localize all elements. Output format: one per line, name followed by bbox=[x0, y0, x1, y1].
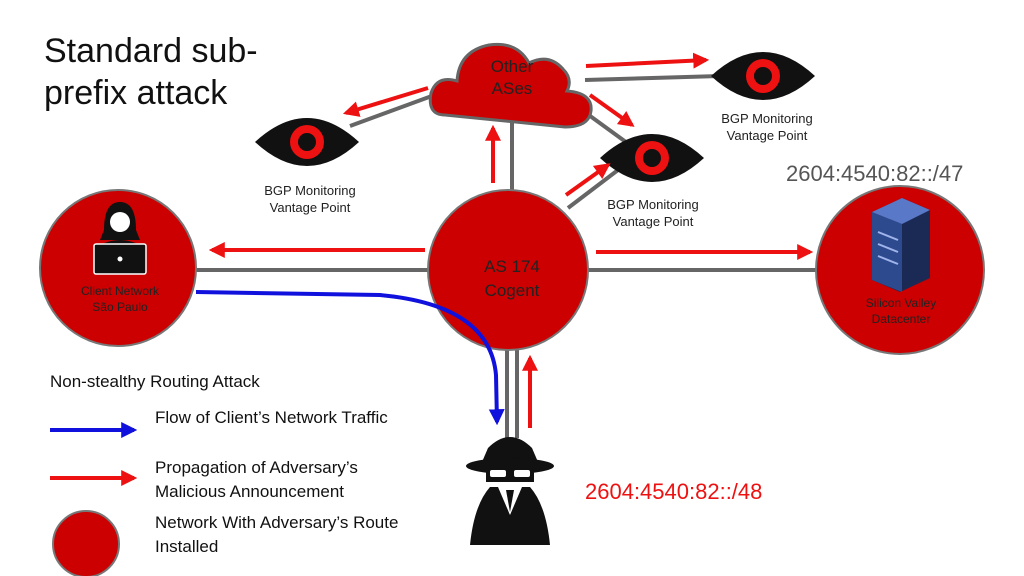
legend-item-announcement: Propagation of Adversary’s Malicious Ann… bbox=[155, 458, 358, 501]
arrow-otherases-to-vp-left bbox=[342, 86, 429, 117]
cloud-icon[interactable] bbox=[428, 42, 593, 129]
eye-icon bbox=[600, 134, 704, 182]
client-traffic-flow bbox=[195, 290, 505, 426]
as174-label: AS 174 Cogent bbox=[484, 257, 540, 300]
vantage-point-label-left: BGP Monitoring Vantage Point bbox=[264, 183, 356, 215]
server-icon bbox=[872, 198, 930, 292]
arrow-otherases-to-vp-topright bbox=[585, 52, 710, 69]
legit-prefix-label: 2604:4540:82::/47 bbox=[786, 161, 964, 186]
link-otherases-vp-topright bbox=[584, 74, 721, 82]
link-otherases-vp-left bbox=[349, 91, 441, 128]
eye-icon bbox=[255, 118, 359, 166]
arrow-as174-to-vp-mid bbox=[564, 163, 611, 197]
other-ases-label: Other ASes bbox=[490, 57, 534, 98]
legend-item-traffic: Flow of Client’s Network Traffic bbox=[155, 408, 388, 427]
red-arrows bbox=[208, 52, 814, 428]
legend-item-route-installed: Network With Adversary’s Route Installed bbox=[155, 513, 399, 556]
attacker-prefix-label: 2604:4540:82::/48 bbox=[585, 479, 763, 504]
vantage-point-label-topright: BGP Monitoring Vantage Point bbox=[721, 111, 813, 143]
datacenter-node[interactable] bbox=[815, 185, 985, 355]
hacker-icon[interactable] bbox=[466, 437, 554, 545]
arrow-otherases-to-vp-mid bbox=[588, 93, 635, 127]
datacenter-label: Silicon Valley Datacenter bbox=[865, 296, 937, 326]
as174-node[interactable] bbox=[427, 189, 589, 351]
vantage-point-label-mid: BGP Monitoring Vantage Point bbox=[607, 197, 699, 229]
legend-title: Non-stealthy Routing Attack bbox=[50, 372, 260, 391]
page-title: Standard sub-prefix attack bbox=[44, 32, 258, 112]
eye-icon bbox=[711, 52, 815, 100]
legend-red-circle bbox=[52, 510, 120, 576]
client-network-node[interactable] bbox=[39, 189, 197, 347]
person-laptop-icon bbox=[93, 202, 147, 275]
client-network-label: Client Network São Paulo bbox=[80, 284, 160, 314]
